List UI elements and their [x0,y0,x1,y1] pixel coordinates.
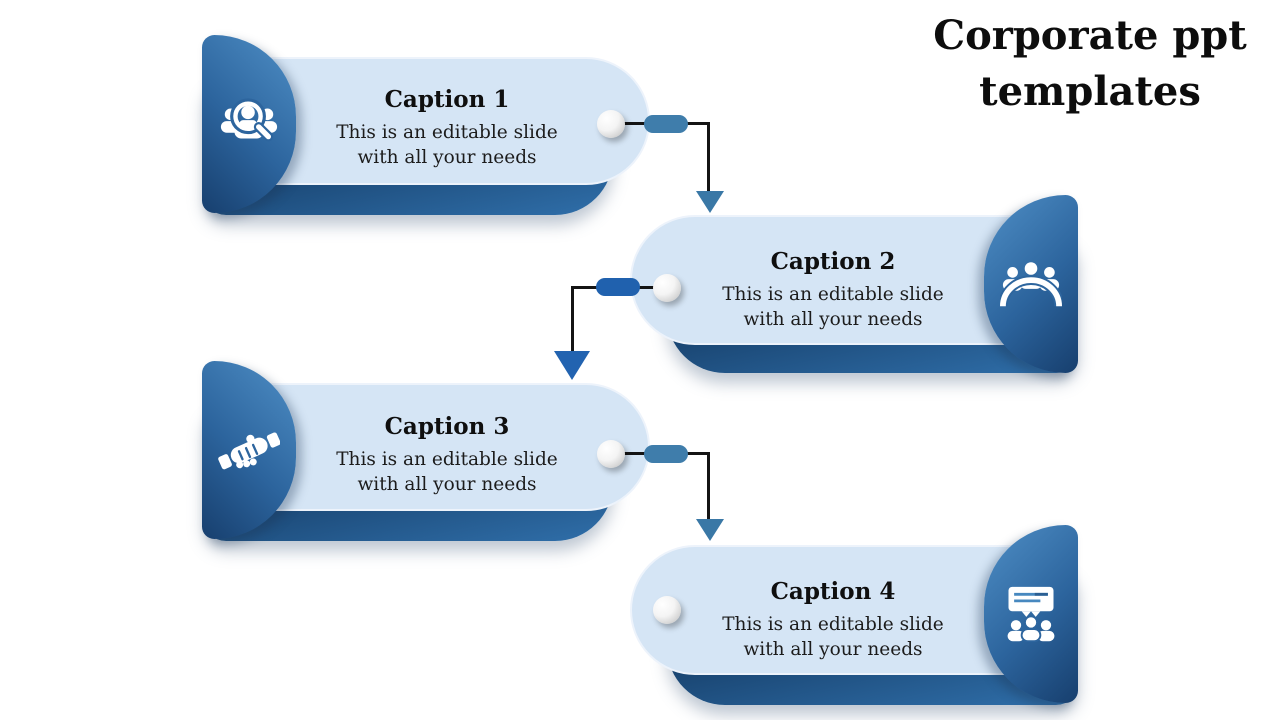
connector-line-vertical [571,286,575,352]
tag-shape [240,57,650,185]
presentation-audience-icon [1007,586,1055,643]
step-body: This is an editable slide with all your … [297,120,597,170]
tag-hole-sphere [597,440,625,468]
step-body-line2: with all your needs [743,639,923,660]
arrow-down-icon [696,519,724,541]
arrow-down-icon [554,351,590,380]
tag-hole-sphere [653,274,681,302]
step-texts-3: Caption 3 This is an editable slide with… [297,413,597,497]
step-body: This is an editable slide with all your … [297,447,597,497]
slide-title-line2: templates [979,68,1201,115]
tag-hole-sphere [653,596,681,624]
step-body-line1: This is an editable slide [722,284,944,305]
step-caption: Caption 2 [770,248,896,275]
step-body-line1: This is an editable slide [336,122,558,143]
step-texts-2: Caption 2 This is an editable slide with… [683,248,983,332]
step-body-line2: with all your needs [357,474,537,495]
connector-pill [596,278,640,296]
connector-line-vertical [707,122,711,192]
step-body-line1: This is an editable slide [336,449,558,470]
step-texts-4: Caption 4 This is an editable slide with… [683,578,983,662]
tag-shape [630,545,1040,675]
step-caption: Caption 3 [384,413,510,440]
meeting-table-icon [1000,262,1062,307]
step-caption: Caption 1 [384,86,510,113]
tag-shape [630,215,1040,345]
connector-line-vertical [707,452,711,520]
step-body: This is an editable slide with all your … [683,612,983,662]
arrow-down-icon [696,191,724,213]
step-body-line1: This is an editable slide [722,614,944,635]
step-body-line2: with all your needs [357,147,537,168]
connector-pill [644,445,688,463]
slide-title: Corporate ppt templates [900,8,1280,120]
step-caption: Caption 4 [770,578,896,605]
icon-badge-4 [984,525,1078,703]
slide-title-line1: Corporate ppt [933,12,1247,59]
tag-hole-sphere [597,110,625,138]
connector-pill [644,115,688,133]
step-body-line2: with all your needs [743,309,923,330]
step-texts-1: Caption 1 This is an editable slide with… [297,86,597,170]
people-search-icon [220,98,278,142]
handshake-icon [218,432,280,470]
step-body: This is an editable slide with all your … [683,282,983,332]
